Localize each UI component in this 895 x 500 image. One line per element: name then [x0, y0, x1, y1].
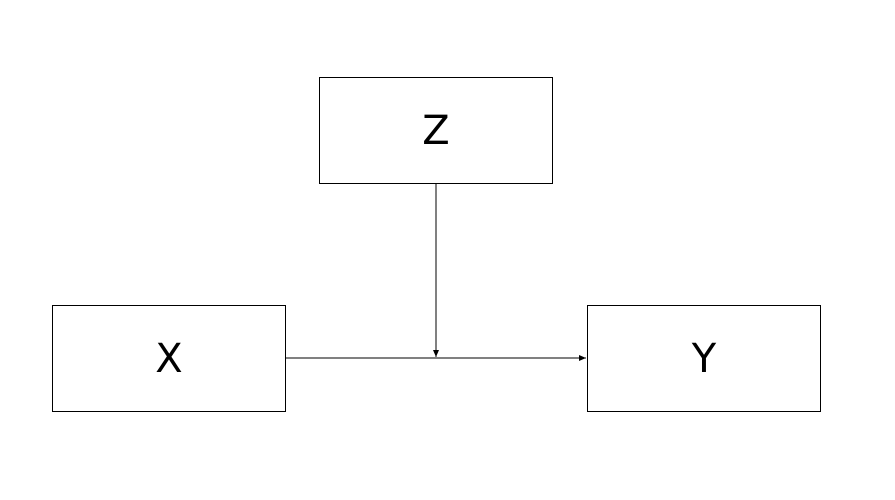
node-x: X — [52, 305, 286, 412]
node-z: Z — [319, 77, 553, 184]
node-x-label: X — [155, 335, 183, 382]
node-y: Y — [587, 305, 821, 412]
node-z-label: Z — [422, 107, 450, 154]
node-y-label: Y — [691, 335, 717, 382]
